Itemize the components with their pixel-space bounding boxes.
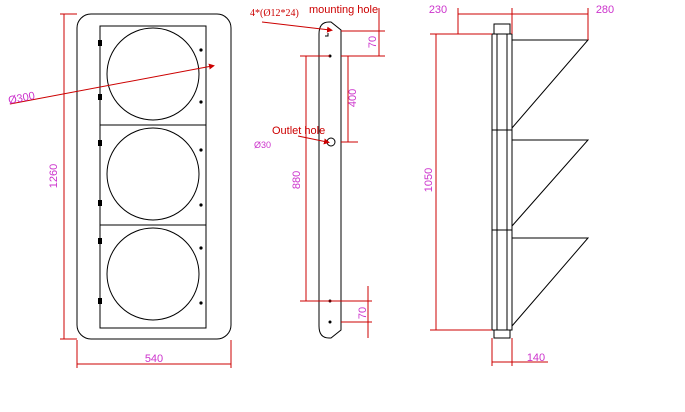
outlet-hole-leader — [297, 135, 330, 145]
visor-middle — [511, 139, 590, 228]
front-view — [76, 13, 232, 340]
visor-top — [511, 39, 590, 130]
profile-body — [491, 33, 513, 331]
side-hole-spacing-label: 400 — [347, 89, 359, 107]
outlet-hole — [326, 137, 336, 147]
side-top-offset-label: 70 — [367, 36, 379, 48]
lens-diameter-leader — [9, 63, 215, 105]
visor-bottom — [511, 237, 590, 328]
profile-visor-label: 280 — [596, 4, 614, 16]
outlet-hole-label: Outlet hole — [272, 125, 325, 137]
side-lower-spacing-label: 880 — [291, 171, 303, 189]
outlet-diameter-label: Ø30 — [254, 140, 271, 150]
front-housing-inner — [99, 25, 207, 329]
profile-base-label: 140 — [527, 352, 545, 364]
mounting-hole-leader — [261, 21, 333, 33]
lens-top — [106, 27, 200, 121]
lens-diameter-label: Ø300 — [7, 90, 36, 107]
front-dimensions — [9, 13, 232, 368]
front-width-label: 540 — [145, 353, 163, 365]
side-view — [318, 21, 342, 339]
profile-depth-label: 230 — [429, 4, 447, 16]
profile-dimensions — [430, 8, 589, 366]
front-housing-outer — [76, 13, 232, 340]
mounting-hole-label: mounting hole — [309, 4, 378, 16]
lens-bottom — [106, 227, 200, 321]
lens-middle — [106, 127, 200, 221]
profile-view — [491, 23, 590, 339]
side-housing — [318, 21, 342, 339]
screw-marks — [98, 40, 203, 305]
front-height-label: 1260 — [48, 164, 60, 188]
profile-height-label: 1050 — [423, 168, 435, 192]
side-dimensions — [261, 8, 385, 338]
mounting-hole-spec: 4*(Ø12*24) — [250, 8, 299, 19]
side-bottom-offset-label: 70 — [357, 307, 369, 319]
